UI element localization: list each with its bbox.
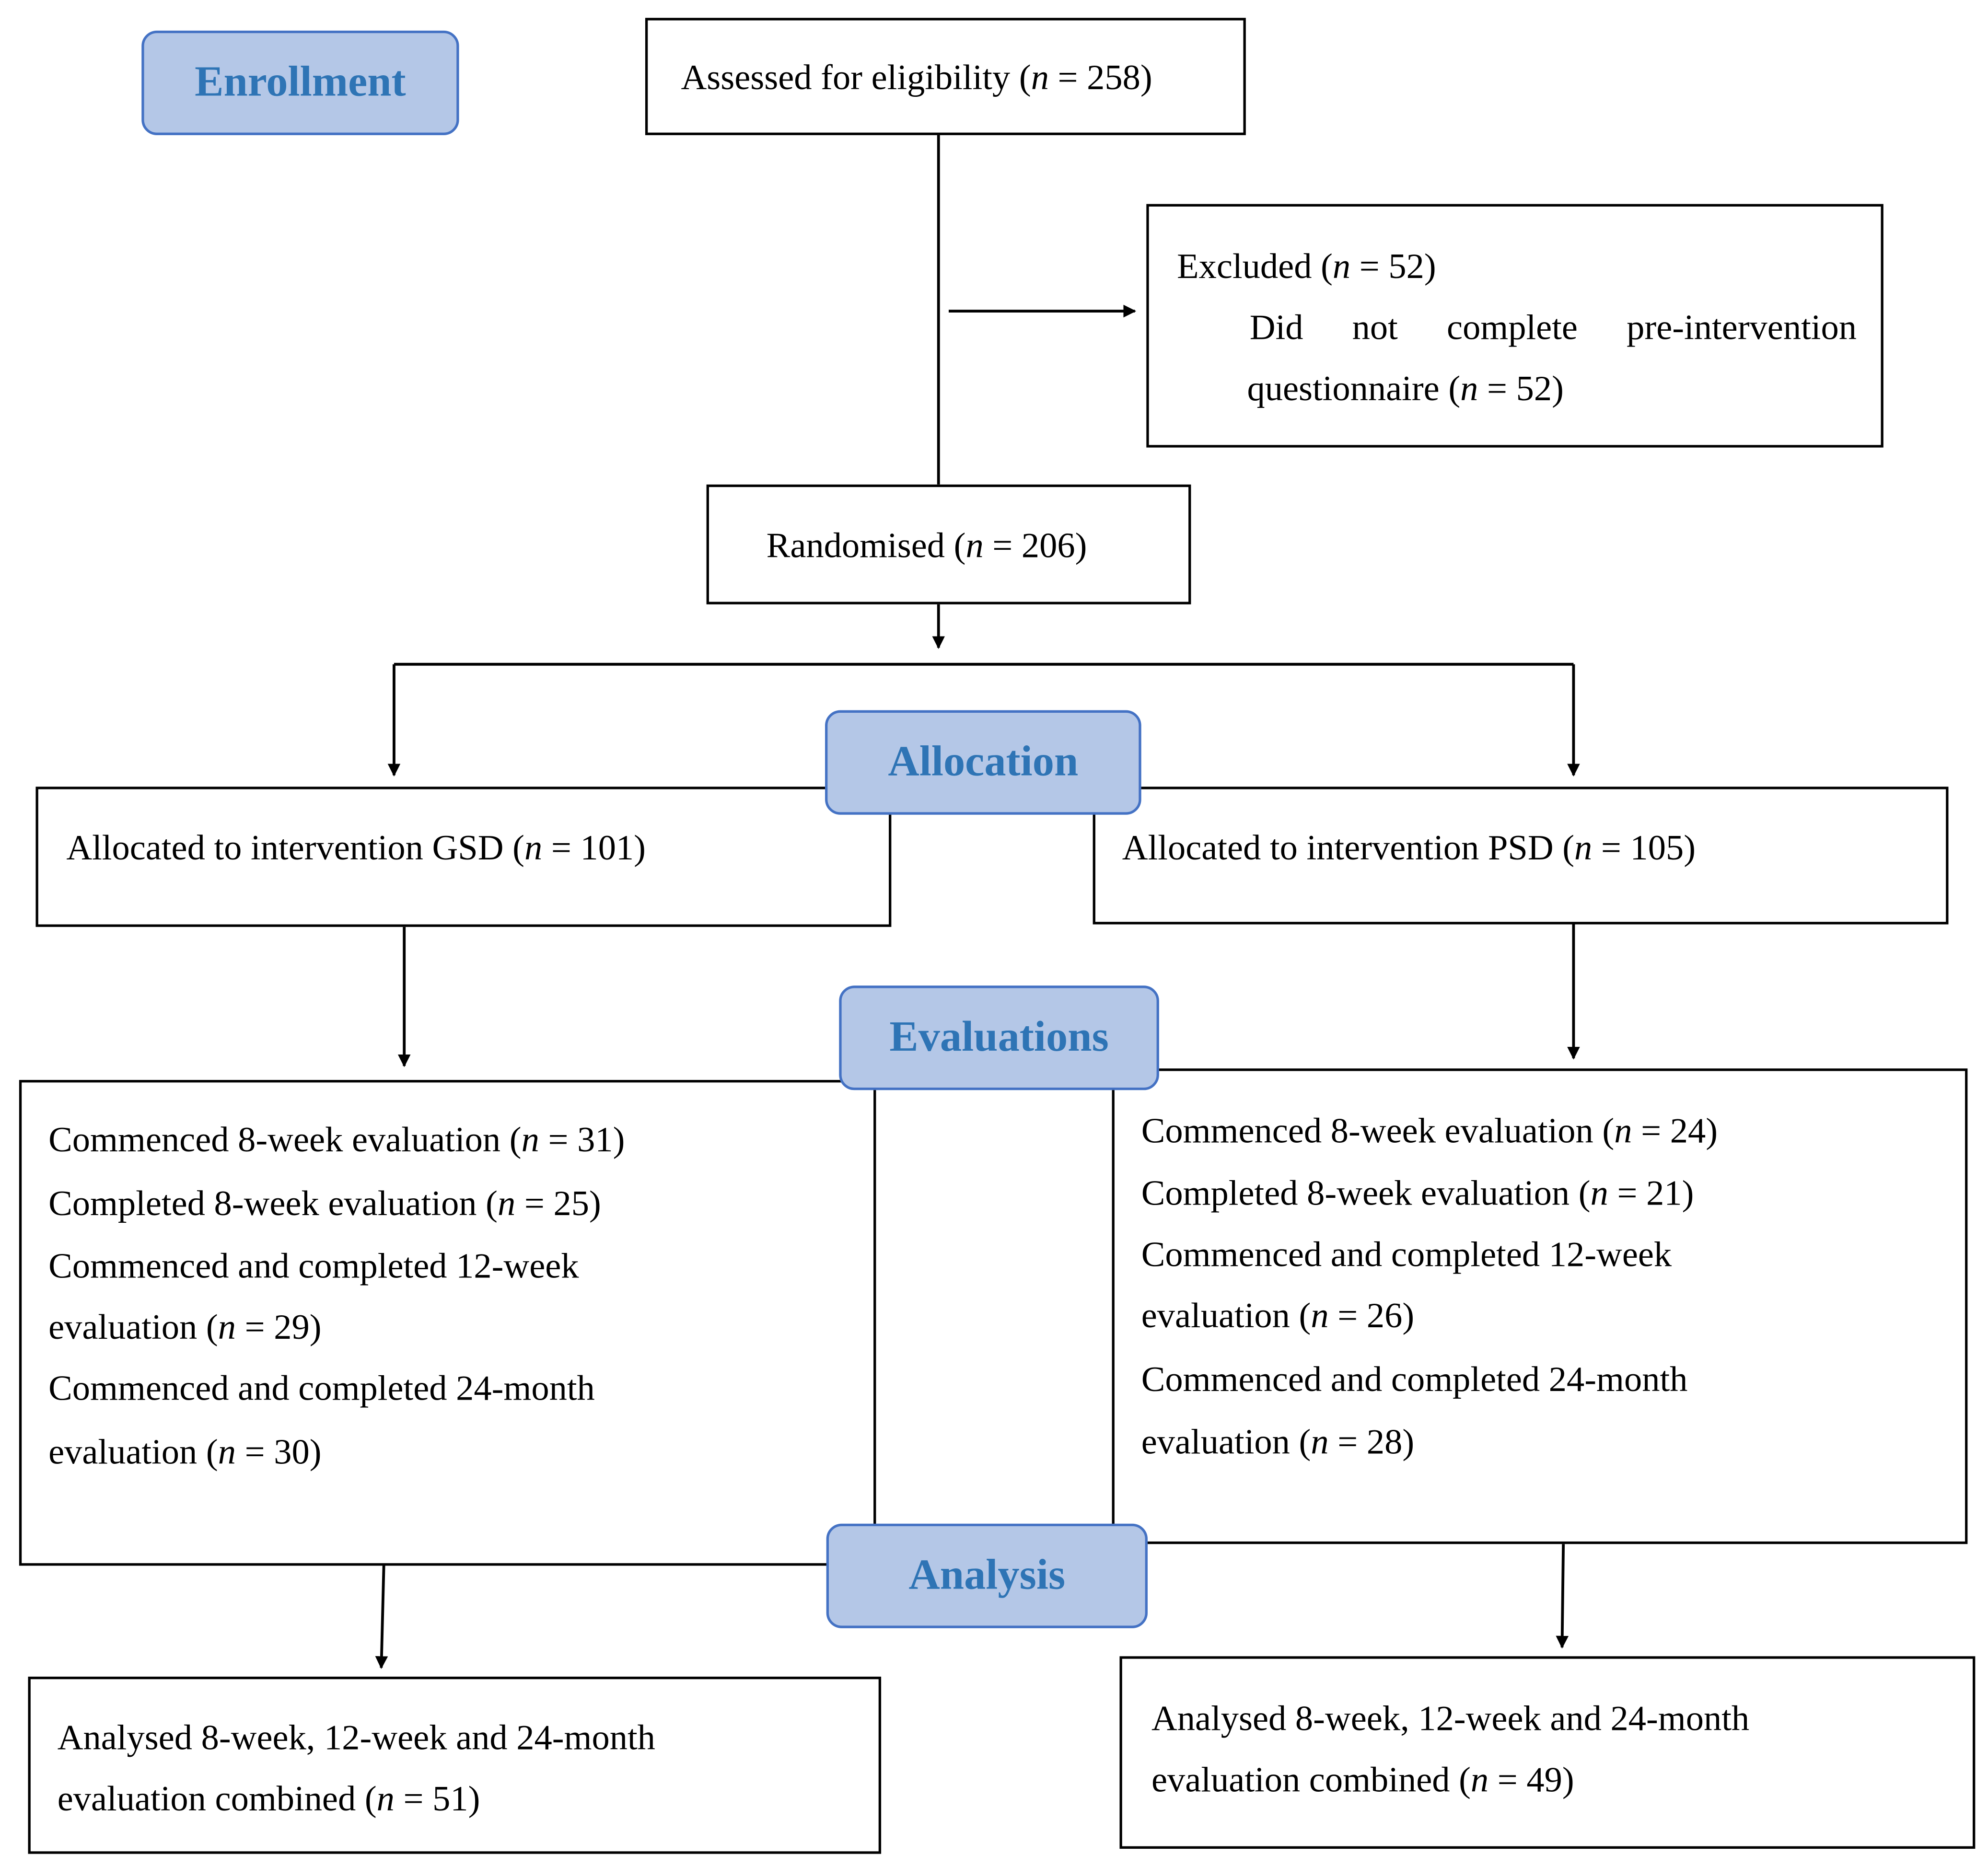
assessed-label: Assessed for eligibility (: [681, 58, 1031, 98]
gsd-eval-l4-var: n: [218, 1308, 236, 1348]
psd-eval-l4-var: n: [1311, 1297, 1329, 1336]
allocated-psd-var: n: [1574, 829, 1593, 869]
psd-eval-line6: evaluation (n = 28): [1141, 1422, 1414, 1465]
gsd-eval-l4-value: = 29): [235, 1308, 322, 1348]
gsd-analysis-line2: evaluation combined (n = 51): [58, 1779, 480, 1822]
allocation-stage-label: Allocation: [825, 710, 1141, 815]
allocated-gsd-value: = 101): [542, 829, 646, 869]
psd-eval-l6-var: n: [1311, 1423, 1329, 1463]
psd-analysis-line1: Analysed 8-week, 12-week and 24-month: [1151, 1699, 1750, 1739]
gsd-eval-l2-value: = 25): [515, 1184, 601, 1224]
psd-eval-l1-label: Commenced 8-week evaluation (: [1141, 1112, 1615, 1151]
psd-eval-l4-value: = 26): [1328, 1297, 1415, 1336]
psd-analysis-arrow: [1556, 1544, 1569, 1649]
randomised-value: = 206): [983, 526, 1087, 567]
excluded-text: Excluded (n = 52): [1177, 246, 1436, 290]
psd-analysis-box: Analysed 8-week, 12-week and 24-month ev…: [1119, 1656, 1976, 1849]
assessed-text: Assessed for eligibility (n = 258): [681, 58, 1152, 101]
psd-eval-l6-value: = 28): [1328, 1423, 1415, 1463]
psd-eval-line5: Commenced and completed 24-month: [1141, 1360, 1688, 1400]
allocated-gsd-var: n: [524, 829, 543, 869]
psd-eval-line3: Commenced and completed 12-week: [1141, 1235, 1672, 1275]
psd-eval-l1-var: n: [1614, 1112, 1632, 1151]
excluded-reason-line2: questionnaire (n = 52): [1247, 369, 1563, 412]
gsd-analysis-var: n: [376, 1780, 395, 1820]
excluded-var: n: [1332, 247, 1351, 287]
psd-evaluations-box: Commenced 8-week evaluation (n = 24) Com…: [1112, 1068, 1968, 1544]
psd-eval-line4: evaluation (n = 26): [1141, 1296, 1414, 1339]
psd-eval-line2: Completed 8-week evaluation (n = 21): [1141, 1173, 1694, 1217]
randomised-label: Randomised (: [766, 526, 966, 567]
evaluations-stage-label: Evaluations: [839, 985, 1159, 1090]
gsd-analysis-arrow: [375, 1565, 388, 1669]
assessed-var: n: [1031, 58, 1049, 98]
gsd-analysis-line1: Analysed 8-week, 12-week and 24-month: [57, 1718, 655, 1759]
psd-eval-l1-value: = 24): [1632, 1112, 1718, 1151]
gsd-eval-line6: evaluation (n = 30): [48, 1432, 321, 1475]
psd-analysis-var: n: [1470, 1761, 1489, 1800]
gsd-eval-l1-value: = 31): [539, 1121, 625, 1160]
gsd-analysis-box: Analysed 8-week, 12-week and 24-month ev…: [28, 1676, 882, 1854]
gsd-eval-line5: Commenced and completed 24-month: [48, 1369, 595, 1409]
allocated-psd-box: Allocated to intervention PSD (n = 105): [1093, 787, 1949, 925]
psd-analysis-l2-value: = 49): [1488, 1761, 1574, 1800]
gsd-eval-l1-var: n: [521, 1121, 539, 1160]
allocated-psd-text: Allocated to intervention PSD (n = 105): [1122, 827, 1696, 871]
excluded-reason-line1: Did not complete pre-intervention: [1249, 308, 1857, 348]
gsd-eval-line1: Commenced 8-week evaluation (n = 31): [48, 1119, 625, 1163]
excluded-label: Excluded (: [1177, 247, 1333, 287]
assessed-box: Assessed for eligibility (n = 258): [645, 18, 1246, 135]
allocated-psd-label: Allocated to intervention PSD (: [1122, 829, 1575, 869]
gsd-analysis-l2-value: = 51): [394, 1780, 480, 1820]
gsd-eval-line3: Commenced and completed 12-week: [48, 1247, 579, 1287]
gsd-evaluations-box: Commenced 8-week evaluation (n = 31) Com…: [19, 1080, 876, 1566]
psd-eval-l2-label: Completed 8-week evaluation (: [1141, 1174, 1591, 1214]
psd-eval-l2-var: n: [1590, 1174, 1608, 1214]
psd-eval-line1: Commenced 8-week evaluation (n = 24): [1141, 1111, 1718, 1154]
psd-eval-l6-label: evaluation (: [1141, 1423, 1311, 1463]
randomised-box: Randomised (n = 206): [706, 484, 1191, 604]
gsd-eval-l4-label: evaluation (: [48, 1308, 218, 1348]
assessed-value: = 258): [1048, 58, 1152, 98]
allocated-gsd-label: Allocated to intervention GSD (: [66, 829, 524, 869]
enrollment-stage-label: Enrollment: [141, 30, 459, 135]
gsd-eval-l6-value: = 30): [235, 1433, 322, 1473]
excluded-box: Excluded (n = 52) Did not complete pre-i…: [1146, 204, 1883, 448]
gsd-eval-l2-var: n: [497, 1184, 516, 1224]
analysis-stage-label: Analysis: [826, 1523, 1148, 1628]
psd-analysis-l2-label: evaluation combined (: [1151, 1761, 1471, 1800]
psd-eval-l2-value: = 21): [1608, 1174, 1694, 1214]
gsd-eval-l6-var: n: [218, 1433, 236, 1473]
excluded-value: = 52): [1350, 247, 1436, 287]
gsd-eval-l2-label: Completed 8-week evaluation (: [48, 1184, 498, 1224]
gsd-eval-line4: evaluation (n = 29): [48, 1307, 321, 1351]
excluded-reason-label: questionnaire (: [1247, 370, 1461, 409]
excluded-reason-var: n: [1460, 370, 1478, 409]
gsd-eval-l1-label: Commenced 8-week evaluation (: [48, 1121, 522, 1160]
allocated-gsd-box: Allocated to intervention GSD (n = 101): [35, 787, 892, 927]
gsd-eval-line2: Completed 8-week evaluation (n = 25): [48, 1183, 601, 1227]
gsd-analysis-l2-label: evaluation combined (: [57, 1780, 377, 1820]
psd-analysis-line2: evaluation combined (n = 49): [1151, 1760, 1574, 1803]
gsd-eval-l6-label: evaluation (: [48, 1433, 218, 1473]
allocated-psd-value: = 105): [1592, 829, 1696, 869]
excluded-reason-value: = 52): [1478, 370, 1564, 409]
psd-eval-l4-label: evaluation (: [1141, 1297, 1311, 1336]
randomised-var: n: [965, 526, 984, 567]
randomised-text: Randomised (n = 206): [767, 525, 1087, 569]
allocated-gsd-text: Allocated to intervention GSD (n = 101): [66, 827, 646, 871]
